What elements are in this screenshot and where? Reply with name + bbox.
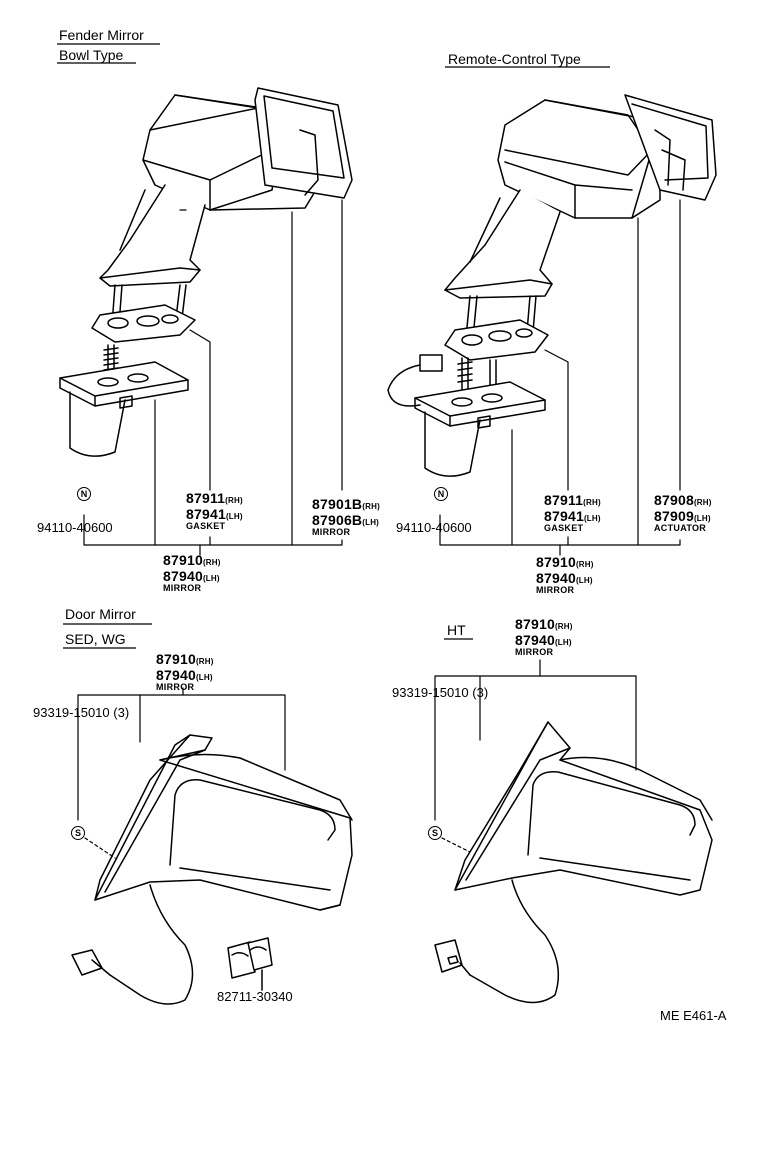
fender-mirror-title: Fender Mirror (59, 27, 144, 43)
ht-door-mirror (454, 721, 713, 896)
sed-cable (71, 884, 194, 1005)
ht-mirror-caption: MIRROR (515, 647, 554, 657)
remote-nut-part: 94110-40600 (396, 520, 472, 535)
remote-control-title: Remote-Control Type (448, 51, 581, 67)
sed-clip-part: 82711-30340 (217, 989, 293, 1004)
bowl-gasket-lh: 87941(LH) (186, 506, 243, 522)
remote-mirror-arm (444, 189, 561, 299)
ht-s-symbol: S (428, 826, 442, 840)
remote-mirror-lh: 87940(LH) (536, 570, 593, 586)
bowl-mirror-lh: 87940(LH) (163, 568, 220, 584)
remote-mirror-rh: 87910(RH) (536, 554, 594, 570)
bowl-mirror-head (142, 87, 353, 211)
diagram-ref-code: ME E461-A (660, 1008, 727, 1023)
ht-leaders (434, 659, 637, 853)
sed-mirror-caption: MIRROR (156, 682, 195, 692)
sed-mirror-lh: 87940(LH) (156, 667, 213, 683)
bowl-mirror-arm (99, 184, 206, 287)
remote-gasket-lh: 87941(LH) (544, 508, 601, 524)
remote-screw-connector (387, 354, 497, 407)
bowl-gasket (91, 304, 196, 343)
bowl-gasket-caption: GASKET (186, 521, 226, 531)
bowl-mirror-glass-rh: 87901B(RH) (312, 496, 380, 512)
remote-gasket-caption: GASKET (544, 523, 584, 533)
sed-screw-part: 93319-15010 (3) (33, 705, 130, 720)
remote-actuator-rh: 87908(RH) (654, 492, 712, 508)
ht-screw-part: 93319-15010 (3) (392, 685, 489, 700)
ht-title: HT (447, 622, 466, 638)
ht-cable (434, 879, 560, 1004)
sed-leaders (77, 687, 286, 859)
bowl-base (59, 361, 189, 457)
bowl-mirror-glass-lh: 87906B(LH) (312, 512, 380, 528)
bowl-leaders (83, 199, 343, 556)
remote-actuator-caption: ACTUATOR (654, 523, 707, 533)
remote-n-symbol: N (434, 487, 448, 501)
remote-mirror-head (497, 94, 717, 219)
remote-mirror-caption: MIRROR (536, 585, 575, 595)
bowl-type-title: Bowl Type (59, 47, 124, 63)
bowl-gasket-rh: 87911(RH) (186, 490, 243, 506)
bowl-n-symbol: N (77, 487, 91, 501)
bowl-mirror-rh: 87910(RH) (163, 552, 221, 568)
bowl-nut-part: 94110-40600 (37, 520, 113, 535)
bowl-mirror-caption: MIRROR (163, 583, 202, 593)
remote-leaders (439, 199, 681, 556)
sed-mirror-rh: 87910(RH) (156, 651, 214, 667)
ht-mirror-lh: 87940(LH) (515, 632, 572, 648)
sed-door-mirror (94, 734, 353, 911)
remote-gasket-rh: 87911(RH) (544, 492, 601, 508)
remote-base (414, 381, 546, 477)
remote-actuator-lh: 87909(LH) (654, 508, 711, 524)
bowl-mirror-glass-caption: MIRROR (312, 527, 351, 537)
door-mirror-title: Door Mirror (65, 606, 136, 622)
sed-wg-title: SED, WG (65, 631, 126, 647)
sed-s-symbol: S (71, 826, 85, 840)
title-underlines (57, 43, 610, 649)
ht-mirror-rh: 87910(RH) (515, 616, 573, 632)
remote-gasket (444, 319, 549, 361)
sed-clips (227, 937, 273, 991)
